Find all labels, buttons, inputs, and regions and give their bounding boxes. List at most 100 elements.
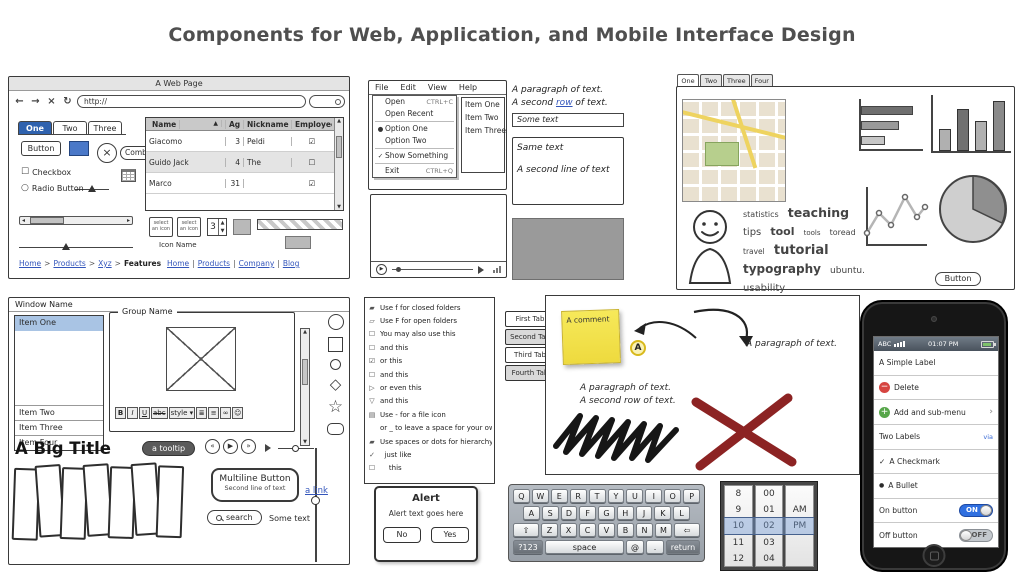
underline-button[interactable]: U	[139, 407, 150, 419]
style-dropdown[interactable]: style ▾	[168, 407, 196, 419]
minus-icon[interactable]: −	[879, 381, 890, 393]
key[interactable]: X	[560, 523, 577, 537]
table-row[interactable]: Guido Jack 4 The ☐	[146, 152, 334, 173]
tab[interactable]: Third Tab	[505, 347, 555, 363]
tree-item[interactable]: ▷ or even this	[367, 381, 492, 394]
table-header[interactable]: Name ▲ Ag Nickname Employee	[146, 118, 343, 131]
icon-select-button[interactable]: select an icon	[177, 217, 201, 237]
tag[interactable]: statistics	[743, 210, 779, 219]
tree-item[interactable]: ☐ this	[367, 462, 492, 475]
key[interactable]: I	[645, 489, 663, 503]
tab-four[interactable]: Four	[750, 74, 773, 87]
row-on-button[interactable]: On button ON	[874, 499, 998, 524]
on-toggle[interactable]: ON	[959, 504, 993, 518]
star-shape[interactable]: ☆	[327, 397, 344, 417]
stepper-up-icon[interactable]: ▲	[220, 220, 225, 226]
key[interactable]: Z	[541, 523, 558, 537]
key[interactable]: U	[626, 489, 644, 503]
nav-link[interactable]: Blog	[282, 259, 300, 268]
at-key[interactable]: @	[626, 540, 644, 554]
multiline-button[interactable]: Multiline Button Second line of text	[211, 468, 299, 502]
picker-cell[interactable]: 04	[763, 553, 775, 564]
key[interactable]: A	[523, 506, 540, 520]
color-swatch[interactable]	[69, 141, 89, 156]
tab-three[interactable]: Three	[88, 121, 122, 135]
cell-employee-checkbox[interactable]: ☑	[308, 178, 316, 188]
tree-item[interactable]: ✓ just like	[367, 448, 492, 461]
tag[interactable]: toread	[829, 228, 856, 238]
tag[interactable]: tutorial	[773, 242, 829, 258]
tree-item[interactable]: ▤ Use - for a file icon	[367, 408, 492, 421]
radio-control[interactable]: ○ Radio Button	[21, 183, 84, 193]
key[interactable]: Y	[607, 489, 625, 503]
picker-cell[interactable]: 03	[763, 537, 775, 548]
browser-titlebar[interactable]: A Web Page	[9, 77, 349, 91]
picker-cell[interactable]: 8	[735, 489, 742, 499]
scroll-down-icon[interactable]: ▼	[337, 204, 341, 210]
filmstrip-carousel[interactable]	[11, 462, 185, 541]
stop-icon[interactable]: ×	[47, 96, 56, 107]
picker-cell[interactable]: 00	[763, 489, 775, 499]
url-input[interactable]: http://	[77, 95, 306, 108]
speaker-icon[interactable]	[478, 265, 488, 274]
tag[interactable]: usability	[743, 283, 786, 295]
tree-item[interactable]: ▰ Use spaces or dots for hierarchy	[367, 435, 492, 448]
picker-cell[interactable]	[786, 551, 813, 566]
scroll-left-icon[interactable]: ◂	[22, 217, 26, 224]
row-simple-label[interactable]: A Simple Label	[874, 351, 998, 376]
picker-cell[interactable]: PM	[793, 521, 807, 532]
key[interactable]: F	[579, 506, 597, 520]
key[interactable]: R	[569, 489, 587, 503]
list-item[interactable]: Item Two	[465, 113, 499, 122]
tab-one[interactable]: One	[18, 121, 52, 135]
tag[interactable]: teaching	[787, 205, 850, 220]
video-progress[interactable]	[392, 267, 473, 272]
tag[interactable]: ubuntu.	[830, 265, 865, 276]
tab-three[interactable]: Three	[723, 74, 750, 87]
picker-cell[interactable]: 11	[732, 537, 745, 548]
row-add-submenu[interactable]: +Add and sub-menu›	[874, 400, 998, 425]
checkbox-control[interactable]: ☐ Checkbox	[21, 167, 71, 177]
text-area[interactable]: Same text A second line of text	[512, 137, 624, 205]
menu-view[interactable]: View	[427, 83, 447, 92]
button[interactable]: Button	[21, 141, 61, 156]
refresh-icon[interactable]: ↻	[63, 96, 72, 107]
menu-item-option-one[interactable]: ●Option One	[377, 124, 428, 133]
volume-knob[interactable]	[292, 444, 300, 452]
list-item[interactable]: Item Two	[15, 405, 103, 420]
vertical-slider[interactable]	[311, 448, 320, 562]
space-key[interactable]: space	[545, 540, 624, 554]
play-icon[interactable]: ▶	[223, 439, 238, 454]
key[interactable]: G	[598, 506, 615, 520]
menu-item-show-something[interactable]: ✓Show Something	[377, 151, 449, 160]
tag[interactable]: tips	[743, 227, 762, 239]
diamond-shape[interactable]: ◇	[329, 375, 342, 393]
key[interactable]: Q	[513, 489, 530, 503]
tree-item[interactable]: ☐ and this	[367, 341, 492, 354]
video-player[interactable]: ▶	[370, 194, 507, 278]
cell-employee-checkbox[interactable]: ☑	[308, 136, 316, 146]
row-off-button[interactable]: Off button OFF	[874, 523, 998, 547]
menu-edit[interactable]: Edit	[400, 83, 416, 92]
row-checkmark[interactable]: ✓A Checkmark	[874, 450, 998, 475]
menu-help[interactable]: Help	[458, 83, 478, 92]
tree-item[interactable]: or _ to leave a space for your own	[367, 422, 492, 435]
search-box[interactable]	[309, 95, 345, 108]
list-item[interactable]: Item One	[465, 100, 500, 109]
map-widget[interactable]	[682, 99, 786, 202]
list-item[interactable]: Item Four	[15, 435, 103, 450]
numeric-stepper[interactable]: 3 ▲▼	[207, 218, 227, 236]
table-row[interactable]: Marco 31 ☑	[146, 173, 334, 194]
breadcrumb-link[interactable]: Home	[19, 259, 42, 268]
list-item-selected[interactable]: Item One	[15, 316, 103, 331]
key[interactable]: O	[664, 489, 682, 503]
link[interactable]: a link	[305, 486, 328, 496]
back-icon[interactable]: ←	[15, 96, 24, 107]
key[interactable]: E	[550, 489, 568, 503]
picker-cell[interactable]: 02	[763, 521, 775, 532]
plus-icon[interactable]: +	[879, 406, 890, 418]
italic-button[interactable]: I	[127, 407, 138, 419]
